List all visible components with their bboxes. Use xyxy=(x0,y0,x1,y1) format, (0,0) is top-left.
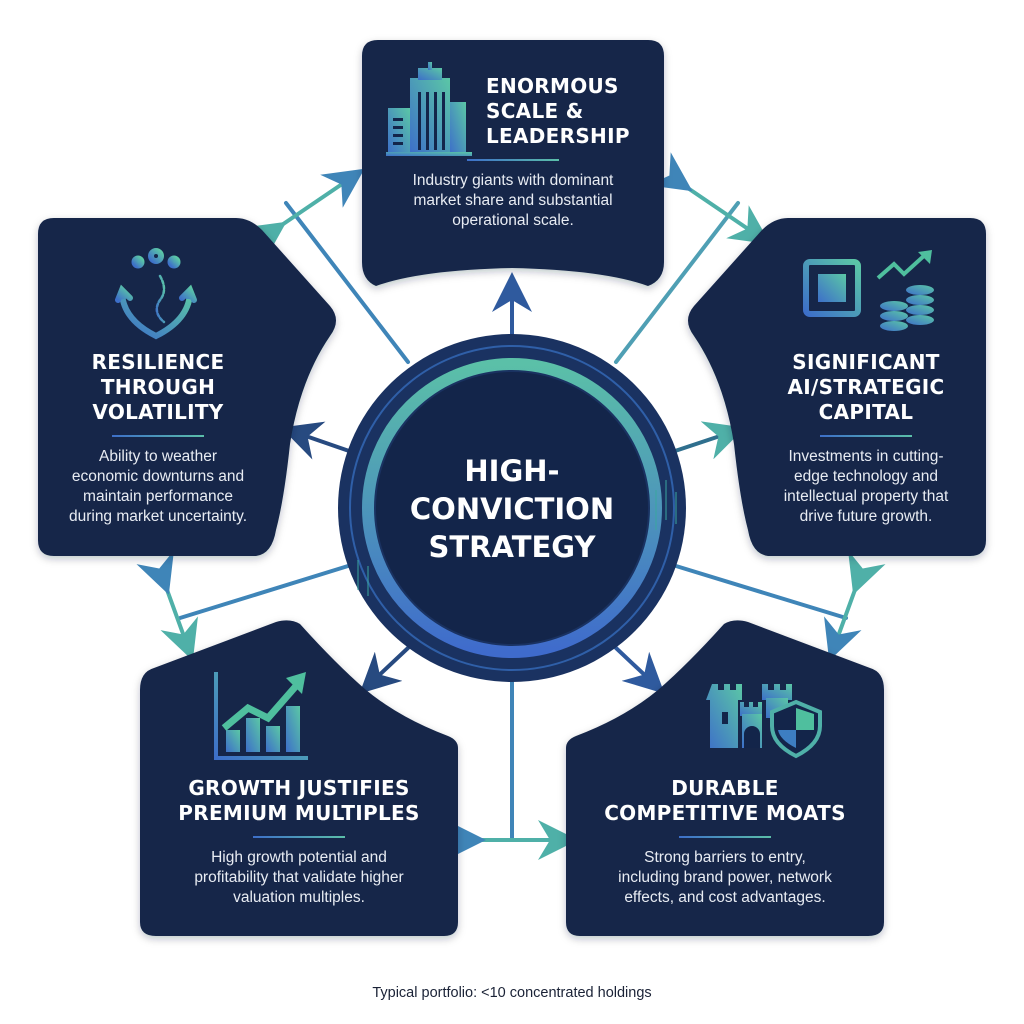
card-growth-title: GROWTH JUSTIFIES PREMIUM MULTIPLES xyxy=(178,776,420,825)
center-title: HIGH- CONVICTION STRATEGY xyxy=(409,454,615,564)
skyscraper-icon xyxy=(386,62,472,156)
connector-left xyxy=(281,421,354,460)
connector-right-lower-bar xyxy=(824,550,886,661)
card-resilience-description: Ability to weather economic downturns an… xyxy=(68,448,248,525)
connectors xyxy=(136,152,886,860)
card-resilience-title: RESILIENCE THROUGH VOLATILITY xyxy=(91,350,225,424)
center-hub xyxy=(338,334,686,682)
card-moats-title: DURABLE COMPETITIVE MOATS xyxy=(604,776,846,825)
card-scale-description: Industry giants with dominant market sha… xyxy=(412,172,614,229)
card-scale: ENORMOUS SCALE & LEADERSHIP Industry gia… xyxy=(360,74,666,231)
card-ai-capital: SIGNIFICANT AI/STRATEGIC CAPITAL Investm… xyxy=(748,350,984,527)
card-moats-shape xyxy=(566,620,884,936)
card-shapes xyxy=(38,40,986,936)
card-moats: DURABLE COMPETITIVE MOATS Strong barrier… xyxy=(566,776,884,908)
castle-shield-icon xyxy=(706,684,822,759)
connector-right xyxy=(670,421,745,460)
growth-chart-icon xyxy=(214,672,308,760)
anchor-icon xyxy=(115,248,197,340)
connector-left-lower xyxy=(178,564,350,620)
connector-bottom-left xyxy=(359,646,410,694)
card-scale-title: ENORMOUS SCALE & LEADERSHIP xyxy=(486,74,630,148)
footer-note: Typical portfolio: <10 concentrated hold… xyxy=(372,985,652,1001)
card-moats-description: Strong barriers to entry, including bran… xyxy=(618,849,832,906)
connector-top-right-bar xyxy=(648,152,771,245)
card-growth: GROWTH JUSTIFIES PREMIUM MULTIPLES High … xyxy=(140,776,458,908)
card-scale-divider xyxy=(467,159,559,161)
card-growth-description: High growth potential and profitability … xyxy=(194,849,404,906)
connector-right-lower xyxy=(674,564,848,620)
connector-top-left-bar xyxy=(242,168,365,261)
connector-left-lower-bar xyxy=(136,550,198,661)
card-growth-divider xyxy=(253,836,345,838)
card-resilience-shape xyxy=(38,218,336,556)
card-ai-capital-description: Investments in cutting- edge technology … xyxy=(783,448,949,525)
card-ai-capital-title: SIGNIFICANT AI/STRATEGIC CAPITAL xyxy=(787,350,945,424)
card-resilience: RESILIENCE THROUGH VOLATILITY Ability to… xyxy=(40,350,276,527)
connector-bottom-right xyxy=(614,646,665,694)
card-resilience-divider xyxy=(112,435,204,437)
card-ai-capital-divider xyxy=(820,435,912,437)
chip-coins-icon xyxy=(796,250,934,331)
card-growth-shape xyxy=(140,620,458,936)
card-moats-divider xyxy=(679,836,771,838)
